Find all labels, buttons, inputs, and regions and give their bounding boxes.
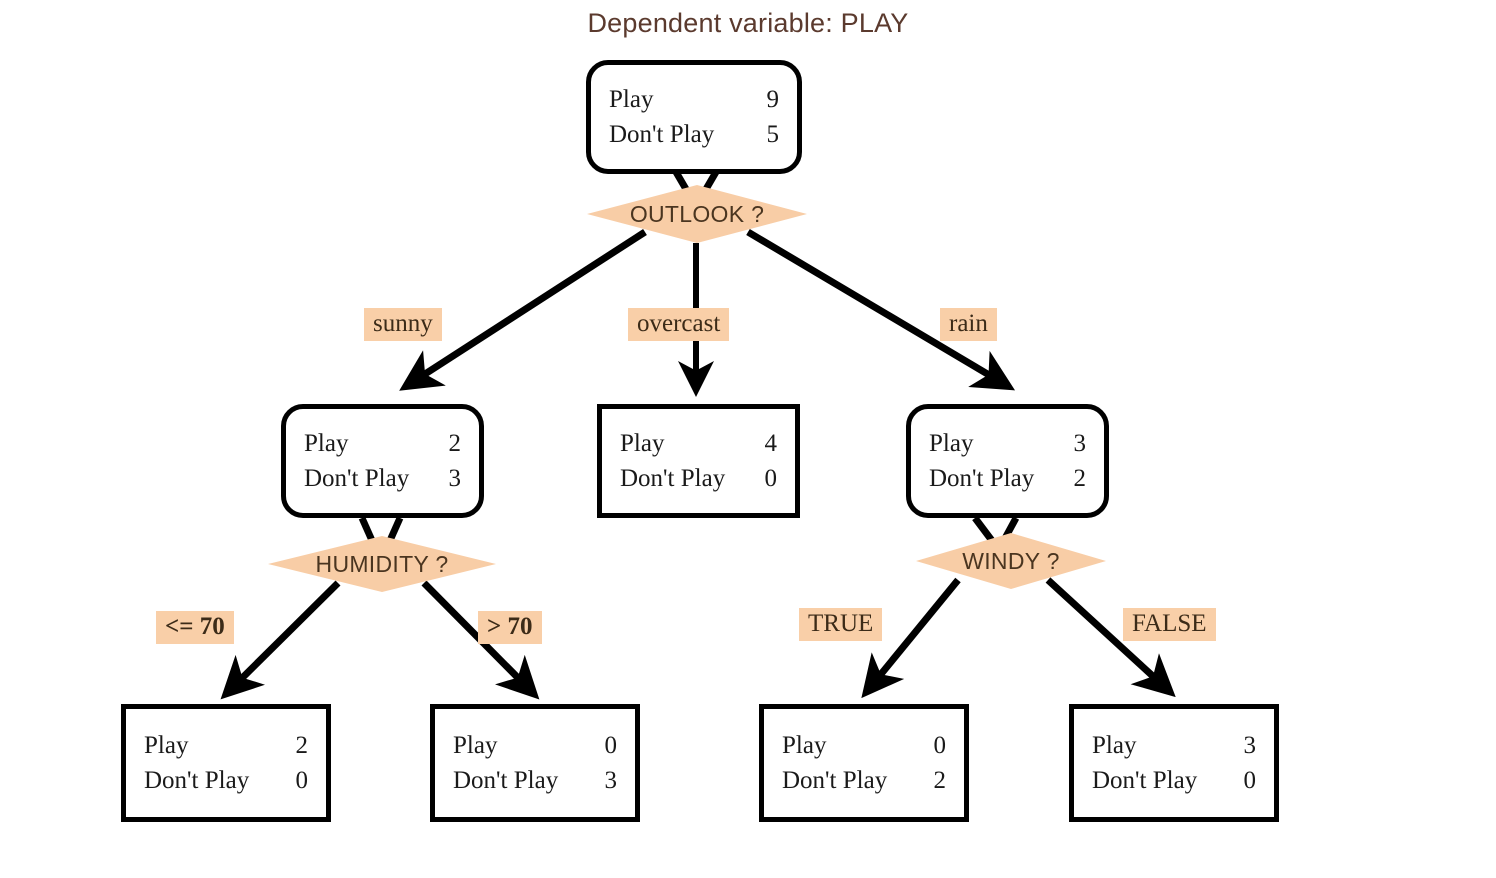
windy-true-leaf-dontplay-value: 2 (933, 767, 947, 794)
root-node[interactable]: Play 9 Don't Play 5 (586, 60, 802, 174)
edge-label-windy-false: FALSE (1123, 608, 1216, 641)
windy-true-leaf-play-label: Play (782, 731, 827, 759)
sunny-node-dontplay-row: Don't Play 3 (286, 461, 479, 497)
edge-label-sunny: sunny (364, 308, 442, 341)
root-node-dontplay-value: 5 (766, 121, 780, 148)
humidity-gt70-leaf-play-value: 0 (604, 731, 618, 759)
edge-label-humidity-gt70: > 70 (478, 611, 542, 644)
humidity-decision-diamond[interactable]: HUMIDITY ? (268, 536, 496, 592)
humidity-le70-leaf-play-label: Play (144, 731, 189, 759)
sunny-node-dontplay-label: Don't Play (304, 465, 410, 492)
windy-false-leaf-dontplay-row: Don't Play 0 (1074, 763, 1274, 799)
root-node-dontplay-row: Don't Play 5 (591, 117, 797, 153)
root-node-dontplay-label: Don't Play (609, 121, 715, 148)
overcast-node-play-value: 4 (764, 429, 778, 457)
windy-decision-label: WINDY ? (962, 547, 1060, 574)
windy-false-leaf[interactable]: Play 3 Don't Play 0 (1069, 704, 1279, 822)
edge-label-rain-text: rain (949, 310, 988, 337)
windy-true-leaf-play-row: Play 0 (764, 728, 964, 764)
windy-false-leaf-dontplay-value: 0 (1243, 767, 1257, 794)
overcast-node-dontplay-row: Don't Play 0 (602, 461, 795, 497)
root-node-play-value: 9 (766, 85, 780, 113)
rain-node-play-row: Play 3 (911, 426, 1104, 462)
windy-decision-diamond[interactable]: WINDY ? (916, 533, 1106, 589)
rain-node-dontplay-value: 2 (1073, 465, 1087, 492)
windy-true-leaf-dontplay-label: Don't Play (782, 767, 888, 794)
sunny-node-dontplay-value: 3 (448, 465, 462, 492)
edge-label-overcast-text: overcast (637, 310, 721, 337)
page-title: Dependent variable: PLAY (587, 8, 909, 38)
rain-node-play-label: Play (929, 429, 974, 457)
humidity-le70-leaf-dontplay-label: Don't Play (144, 767, 250, 794)
overcast-node-play-row: Play 4 (602, 426, 795, 462)
humidity-gt70-leaf-dontplay-label: Don't Play (453, 767, 559, 794)
humidity-le70-leaf[interactable]: Play 2 Don't Play 0 (121, 704, 331, 822)
edge-label-humidity-le70: <= 70 (156, 611, 234, 644)
rain-node-dontplay-row: Don't Play 2 (911, 461, 1104, 497)
humidity-decision-label: HUMIDITY ? (315, 550, 449, 577)
sunny-node[interactable]: Play 2 Don't Play 3 (281, 404, 484, 518)
edge-label-rain: rain (940, 308, 997, 341)
humidity-gt70-leaf-play-label: Play (453, 731, 498, 759)
humidity-le70-leaf-dontplay-value: 0 (295, 767, 309, 794)
overcast-node-dontplay-label: Don't Play (620, 465, 726, 492)
edge-label-sunny-text: sunny (373, 310, 433, 337)
rain-node-play-value: 3 (1073, 429, 1087, 457)
windy-false-leaf-dontplay-label: Don't Play (1092, 767, 1198, 794)
windy-true-leaf-play-value: 0 (933, 731, 947, 759)
humidity-gt70-leaf-dontplay-row: Don't Play 3 (435, 763, 635, 799)
rain-node-dontplay-label: Don't Play (929, 465, 1035, 492)
humidity-gt70-leaf[interactable]: Play 0 Don't Play 3 (430, 704, 640, 822)
humidity-le70-leaf-play-value: 2 (295, 731, 309, 759)
edge-label-windy-false-text: FALSE (1132, 610, 1207, 637)
sunny-node-play-label: Play (304, 429, 349, 457)
root-node-play-row: Play 9 (591, 82, 797, 118)
outlook-decision-label: OUTLOOK ? (629, 200, 765, 227)
sunny-node-play-row: Play 2 (286, 426, 479, 462)
edge-label-humidity-le70-text: <= 70 (165, 613, 225, 640)
outlook-decision-diamond[interactable]: OUTLOOK ? (587, 185, 807, 243)
humidity-gt70-leaf-play-row: Play 0 (435, 728, 635, 764)
windy-false-leaf-play-value: 3 (1243, 731, 1257, 759)
rain-node[interactable]: Play 3 Don't Play 2 (906, 404, 1109, 518)
root-node-play-label: Play (609, 85, 654, 113)
edge-label-windy-true-text: TRUE (808, 610, 874, 637)
windy-true-leaf-dontplay-row: Don't Play 2 (764, 763, 964, 799)
overcast-node[interactable]: Play 4 Don't Play 0 (597, 404, 800, 518)
edge-label-humidity-gt70-text: > 70 (487, 613, 533, 640)
humidity-gt70-leaf-dontplay-value: 3 (604, 767, 618, 794)
edge-outlook-sunny (399, 229, 647, 391)
humidity-le70-leaf-dontplay-row: Don't Play 0 (126, 763, 326, 799)
humidity-le70-leaf-play-row: Play 2 (126, 728, 326, 764)
overcast-node-dontplay-value: 0 (764, 465, 778, 492)
overcast-node-play-label: Play (620, 429, 665, 457)
edge-label-windy-true: TRUE (799, 608, 883, 641)
edge-humidity-le70 (220, 580, 341, 700)
windy-false-leaf-play-label: Play (1092, 731, 1137, 759)
edge-label-overcast: overcast (628, 308, 730, 341)
windy-false-leaf-play-row: Play 3 (1074, 728, 1274, 764)
windy-true-leaf[interactable]: Play 0 Don't Play 2 (759, 704, 969, 822)
sunny-node-play-value: 2 (448, 429, 462, 457)
